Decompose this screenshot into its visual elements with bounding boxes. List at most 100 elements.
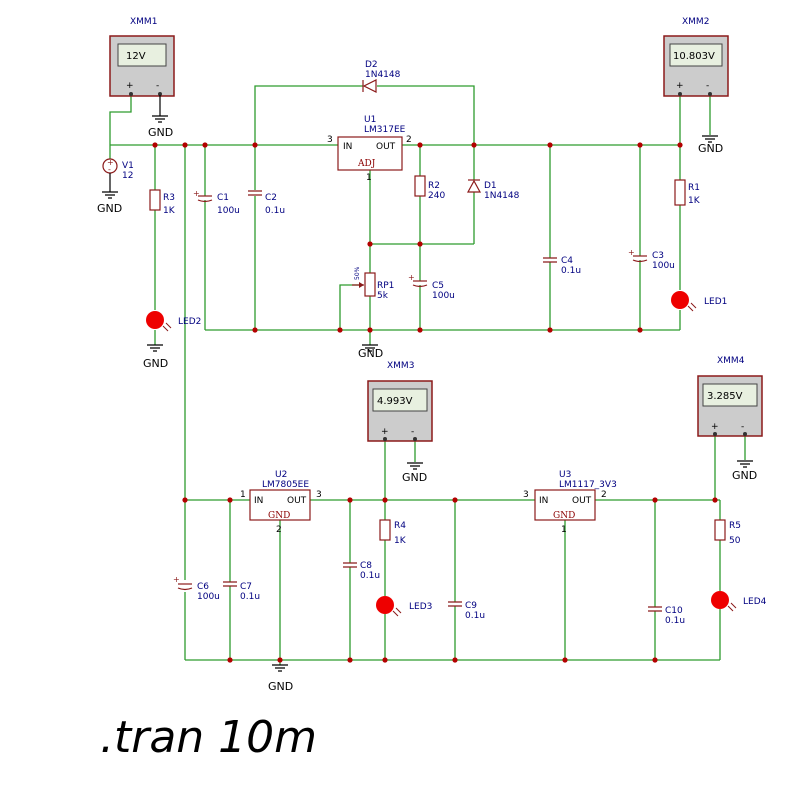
svg-text:+: +	[193, 189, 200, 198]
u3-ref: U3	[559, 470, 571, 480]
u2-ref: U2	[275, 470, 287, 480]
c4-value: 0.1u	[561, 266, 581, 276]
u3-gnd: GND	[553, 511, 575, 521]
meter-xmm4-plus: +	[711, 422, 719, 432]
u2-gnd: GND	[268, 511, 290, 521]
meter-xmm1-reading: 12V	[126, 51, 146, 62]
diode-d2[interactable]: D2 1N4148	[362, 60, 401, 93]
regulator-u2[interactable]: U2 LM7805EE IN OUT GND 1 3 2 GND	[240, 470, 322, 693]
resistor-r3[interactable]: R3 1K	[149, 189, 176, 216]
u1-pin-in: 3	[327, 135, 333, 145]
gnd-label: GND	[732, 469, 757, 482]
c9-value: 0.1u	[465, 611, 485, 621]
led-led3[interactable]: LED3	[376, 596, 432, 617]
meter-xmm3[interactable]: XMM3 4.993V + - GND	[367, 361, 433, 484]
c2-value: 0.1u	[265, 206, 285, 216]
resistor-r4[interactable]: R4 1K	[379, 519, 407, 546]
c3-value: 100u	[652, 261, 675, 271]
meter-xmm2[interactable]: XMM2 10.803V + - GND	[663, 17, 729, 155]
svg-text:+: +	[173, 575, 180, 584]
resistor-r1[interactable]: R1 1K	[674, 179, 701, 206]
sim-command: .tran 10m	[100, 712, 317, 763]
meter-xmm2-name: XMM2	[682, 17, 709, 27]
capacitor-c2[interactable]: C2 0.1u	[248, 190, 285, 216]
meter-xmm1-minus: -	[156, 81, 159, 91]
r2-value: 240	[428, 191, 445, 201]
c10-value: 0.1u	[665, 616, 685, 626]
led-led1[interactable]: LED1	[671, 291, 727, 312]
d1-value: 1N4148	[484, 191, 520, 201]
u3-out: OUT	[572, 496, 592, 506]
v1-ref: V1	[122, 161, 134, 171]
meter-xmm1-plus: +	[126, 81, 134, 91]
c5-ref: C5	[432, 281, 444, 291]
gnd-label: GND	[402, 471, 427, 484]
gnd-label: GND	[268, 680, 293, 693]
led2-ref: LED2	[178, 317, 201, 327]
resistor-r2[interactable]: R2 240	[414, 175, 445, 201]
meter-xmm2-plus: +	[676, 81, 684, 91]
capacitor-c8[interactable]: C8 0.1u	[343, 561, 380, 581]
meter-xmm1-name: XMM1	[130, 17, 157, 27]
meter-xmm3-plus: +	[381, 427, 389, 437]
capacitor-c3[interactable]: + C3 100u	[628, 248, 675, 271]
regulator-u3[interactable]: U3 LM1117_3V3 IN OUT GND 3 2 1	[523, 470, 617, 535]
led1-ref: LED1	[704, 297, 727, 307]
meter-xmm3-minus: -	[411, 427, 414, 437]
meter-xmm1[interactable]: XMM1 12V + - GND	[109, 17, 175, 139]
led-led4[interactable]: LED4	[711, 591, 767, 612]
u3-pin-in: 3	[523, 490, 529, 500]
c9-ref: C9	[465, 601, 477, 611]
c7-value: 0.1u	[240, 592, 260, 602]
gnd-label: GND	[97, 202, 122, 215]
c5-value: 100u	[432, 291, 455, 301]
u3-pin-out: 2	[601, 490, 607, 500]
c3-ref: C3	[652, 251, 664, 261]
u1-ref: U1	[364, 115, 376, 125]
r5-value: 50	[729, 536, 741, 546]
u1-pin-adj: 1	[366, 173, 372, 183]
d2-value: 1N4148	[365, 70, 401, 80]
svg-text:+: +	[628, 248, 635, 257]
u1-in: IN	[343, 142, 352, 152]
regulator-u1[interactable]: U1 LM317EE IN OUT ADJ 3 2 1	[327, 115, 412, 183]
potentiometer-rp1[interactable]: 50% RP1 5k GND	[352, 266, 394, 360]
r3-value: 1K	[163, 206, 176, 216]
c6-value: 100u	[197, 592, 220, 602]
led-led2[interactable]: LED2 GND	[143, 311, 201, 370]
c2-ref: C2	[265, 193, 277, 203]
meter-xmm2-minus: -	[706, 81, 709, 91]
c1-ref: C1	[217, 193, 229, 203]
d2-ref: D2	[365, 60, 378, 70]
capacitor-c5[interactable]: + C5 100u	[408, 273, 455, 301]
u2-in: IN	[254, 496, 263, 506]
r1-ref: R1	[688, 183, 700, 193]
u2-out: OUT	[287, 496, 307, 506]
r3-ref: R3	[163, 193, 175, 203]
r5-ref: R5	[729, 521, 741, 531]
meter-xmm4[interactable]: XMM4 3.285V + - GND	[697, 356, 763, 482]
wires	[109, 85, 746, 665]
c10-ref: C10	[665, 606, 683, 616]
rp1-setting: 50%	[354, 266, 361, 280]
resistor-r5[interactable]: R5 50	[714, 519, 741, 546]
u3-pin-gnd: 1	[561, 525, 567, 535]
gnd-label: GND	[698, 142, 723, 155]
svg-text:+: +	[408, 273, 415, 282]
r4-ref: R4	[394, 521, 406, 531]
svg-text:+: +	[107, 158, 114, 167]
meter-xmm4-name: XMM4	[717, 356, 745, 366]
capacitor-c6[interactable]: + C6 100u	[173, 575, 220, 602]
capacitor-c7[interactable]: C7 0.1u	[223, 581, 260, 602]
capacitor-c9[interactable]: C9 0.1u	[448, 601, 485, 621]
led3-ref: LED3	[409, 602, 432, 612]
rp1-ref: RP1	[377, 281, 394, 291]
voltage-source-v1[interactable]: + - GND V1 12	[97, 158, 134, 215]
svg-text:-: -	[108, 165, 111, 174]
capacitor-c10[interactable]: C10 0.1u	[648, 606, 685, 626]
capacitor-c4[interactable]: C4 0.1u	[543, 256, 581, 276]
diode-d1[interactable]: D1 1N4148	[466, 179, 520, 201]
capacitor-c1[interactable]: + C1 100u	[193, 189, 240, 216]
rp1-value: 5k	[377, 291, 389, 301]
